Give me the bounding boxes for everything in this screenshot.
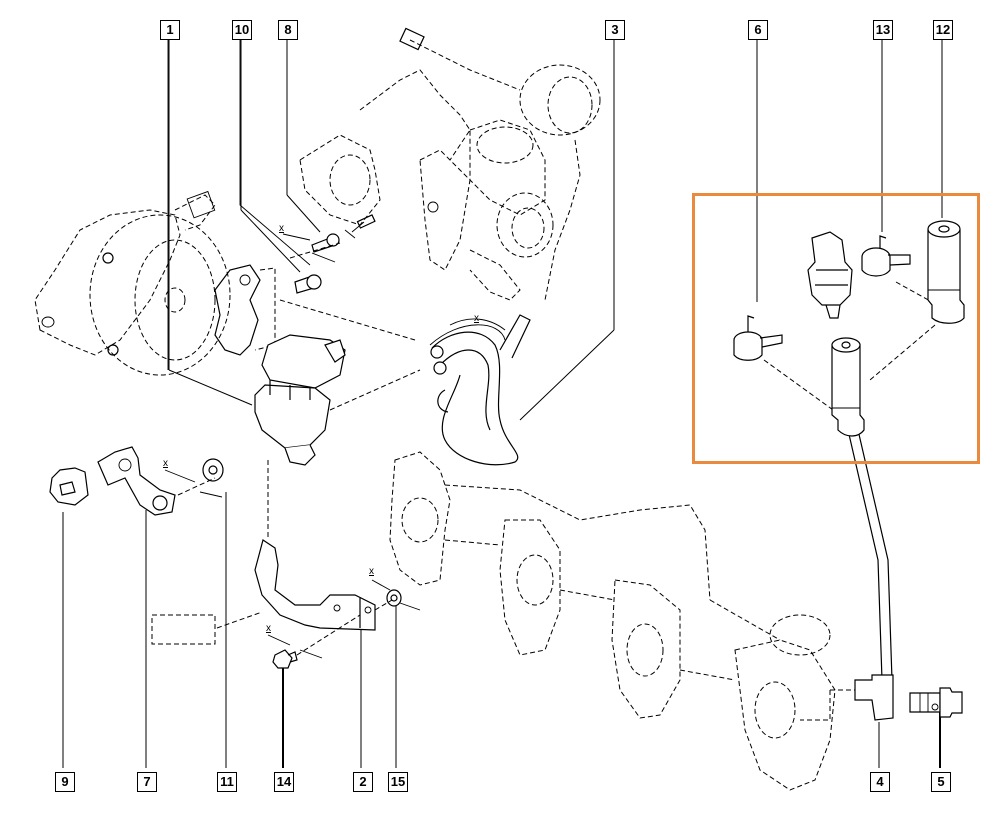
callout-4[interactable]: 4 [870,772,890,792]
callout-14[interactable]: 14 [274,772,294,792]
callout-1[interactable]: 1 [160,20,180,40]
torque-marker: x [163,458,168,469]
callout-13[interactable]: 13 [873,20,893,40]
torque-arrows [164,233,506,659]
banjo-bolt-5 [909,687,963,718]
pipe-4-hose-end [831,337,865,437]
pipe-4 [847,429,894,721]
reference-box [151,614,216,645]
nut-11 [177,458,224,496]
egr-mount-bracket [214,264,276,356]
callout-10[interactable]: 10 [232,20,252,40]
callout-3[interactable]: 3 [605,20,625,40]
callout-5[interactable]: 5 [931,772,951,792]
callout-6[interactable]: 6 [748,20,768,40]
egr-valve [254,334,421,540]
hose-12 [869,220,965,381]
callout-15[interactable]: 15 [388,772,408,792]
bolt-8 [289,233,341,259]
callout-11[interactable]: 11 [217,772,237,792]
hose-clip-13 [861,235,933,303]
callout-2[interactable]: 2 [353,772,373,792]
torque-marker: x [474,313,479,324]
leader-lines [62,38,943,768]
exhaust-manifold-outline [389,451,855,791]
callout-12[interactable]: 12 [933,20,953,40]
hose-clip-6 [733,315,841,416]
turbocharger-outline [299,27,601,301]
vacuum-pump-outline [34,190,231,376]
callout-8[interactable]: 8 [278,20,298,40]
bolt-10 [279,274,416,341]
bolt-14 [272,614,361,669]
torque-marker: x [279,223,284,234]
bracket-2 [254,539,376,631]
callout-7[interactable]: 7 [137,772,157,792]
nut-15 [374,589,402,611]
mount-plate [167,40,311,370]
callout-9[interactable]: 9 [55,772,75,792]
torque-marker: x [369,566,374,577]
lever-7 [97,446,176,516]
temperature-sensor [807,231,853,319]
connector-9 [49,467,89,506]
coolant-hose-assembly [429,314,531,466]
torque-marker: x [266,623,271,634]
